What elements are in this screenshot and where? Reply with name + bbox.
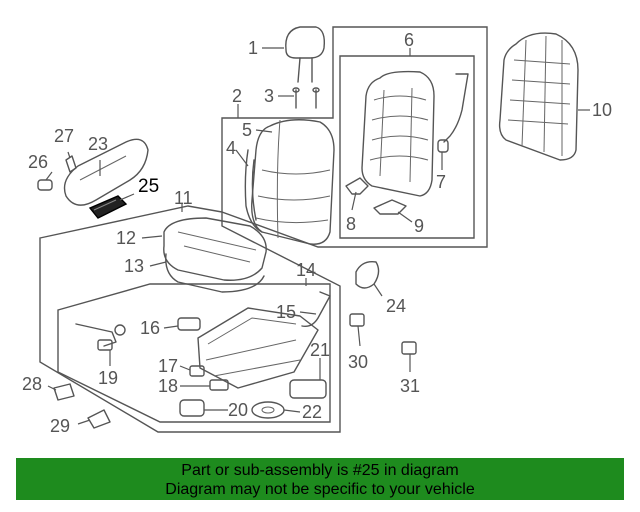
bracket-part-16 (177, 317, 201, 331)
label-30: 30 (348, 352, 368, 372)
guide-screw-part (292, 87, 320, 109)
seatback-pad-part (244, 149, 263, 233)
label-22: 22 (302, 402, 322, 422)
label-13: 13 (124, 256, 144, 276)
label-17: 17 (158, 356, 178, 376)
label-19: 19 (98, 368, 118, 388)
seat-cushion-group-frame (39, 205, 341, 433)
cover-part-24 (355, 261, 380, 289)
label-2: 2 (232, 86, 242, 106)
cover-part-29 (87, 409, 111, 429)
cover-part-28 (53, 383, 75, 401)
seat-back-group-frame (221, 26, 488, 248)
cover-part (37, 179, 53, 191)
clip-part-31 (401, 341, 417, 355)
label-6: 6 (404, 30, 414, 50)
seat-switch-highlighted-part (88, 195, 128, 219)
label-27: 27 (54, 126, 74, 146)
label-10: 10 (592, 100, 612, 120)
headrest-part (285, 26, 326, 83)
seat-parts-diagram: 1 2 3 4 5 6 7 8 9 10 11 12 13 14 15 16 1… (22, 26, 612, 436)
part-info-banner: Part or sub-assembly is #25 in diagram D… (16, 458, 624, 500)
seat-track-subgroup (57, 283, 331, 423)
label-4: 4 (226, 138, 236, 158)
motor-part-21 (289, 379, 327, 399)
lumbar-part (437, 73, 469, 153)
label-26: 26 (28, 152, 48, 172)
banner-line-part: Part or sub-assembly is #25 in diagram (181, 462, 459, 479)
cushion-cover-part (163, 217, 267, 281)
label-7: 7 (436, 172, 446, 192)
seatback-panel-part (498, 32, 579, 161)
bracket-part-17 (189, 365, 205, 377)
clip-part-30 (349, 313, 365, 327)
motor-part-22 (251, 401, 285, 419)
bracket-part-18 (209, 379, 229, 391)
label-9: 9 (414, 216, 424, 236)
label-24: 24 (386, 296, 406, 316)
label-20: 20 (228, 400, 248, 420)
label-31: 31 (400, 376, 420, 396)
banner-line-disclaimer: Diagram may not be specific to your vehi… (165, 481, 475, 498)
motor-part-19 (75, 323, 126, 351)
label-12: 12 (116, 228, 136, 248)
label-18: 18 (158, 376, 178, 396)
label-11: 11 (174, 188, 193, 208)
label-25-highlighted: 25 (138, 176, 159, 197)
label-14: 14 (296, 260, 316, 280)
seatback-frame-subgroup (339, 55, 475, 239)
seat-track-part (197, 307, 319, 389)
label-15: 15 (276, 302, 296, 322)
label-28: 28 (22, 374, 42, 394)
label-5: 5 (242, 120, 252, 140)
hose-part (301, 291, 331, 328)
label-3: 3 (264, 86, 274, 106)
bracket-part-2 (373, 199, 407, 215)
label-23: 23 (88, 134, 108, 154)
knob-part (65, 155, 77, 173)
side-shield-part (63, 138, 149, 206)
label-29: 29 (50, 416, 70, 436)
seatback-frame-part (361, 70, 435, 197)
cushion-pad-part (165, 253, 265, 293)
label-21: 21 (310, 340, 330, 360)
bracket-part (345, 177, 369, 195)
seatback-cover-part (251, 119, 335, 245)
motor-part-20 (179, 399, 205, 417)
label-1: 1 (248, 38, 258, 58)
label-8: 8 (346, 214, 356, 234)
label-16: 16 (140, 318, 160, 338)
